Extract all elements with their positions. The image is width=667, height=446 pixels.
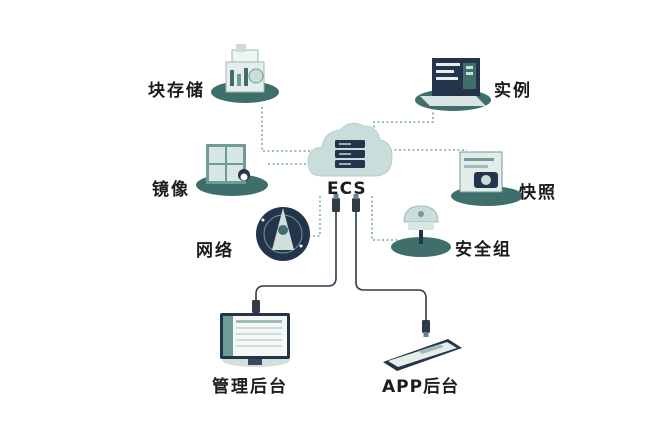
snapshot-icon [451,151,523,206]
block-storage-icon [211,44,279,103]
connector-plug-right-top [352,198,360,212]
node-label-instance: 实例 [494,81,532,101]
admin-console-monitor-icon [220,313,290,367]
app-backend-phone-icon [383,339,462,371]
image-icon [196,144,268,196]
security-group-icon [391,205,451,257]
instance-icon [415,58,491,111]
connector-plug-admin [252,300,260,313]
network-icon [256,207,310,261]
node-label-snapshot: 快照 [519,183,557,203]
ecs-label: ECS [327,179,367,199]
cable-to-admin-console [255,212,337,312]
ecs-cloud-icon [307,122,393,177]
node-label-block-storage: 块存储 [148,81,205,101]
connector-security-group [371,196,400,241]
node-label-app-backend: APP后台 [382,377,460,397]
connector-plug-app [422,320,430,333]
connector-block-storage [261,107,316,152]
cables [255,212,427,322]
node-label-security-group: 安全组 [455,240,512,260]
connector-plug-left-top [332,198,340,212]
node-label-admin-console: 管理后台 [212,377,288,397]
cable-connectors [252,194,430,337]
node-label-network: 网络 [196,241,234,261]
connector-instance [373,110,434,132]
node-label-image: 镜像 [152,180,190,200]
cable-to-app-backend [355,212,427,322]
